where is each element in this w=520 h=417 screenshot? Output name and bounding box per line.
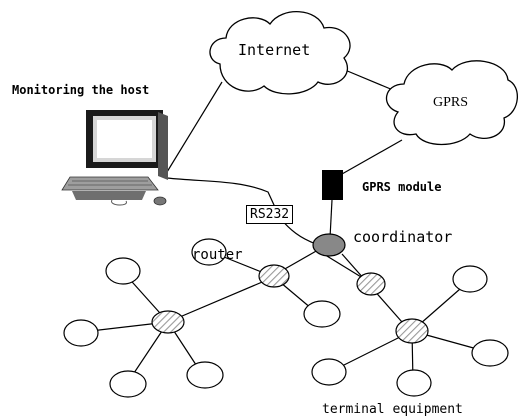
- router-node-right: [395, 318, 429, 344]
- router-node-upper-right: [356, 272, 386, 296]
- link-router-c-left: [167, 276, 275, 323]
- router-node-left: [151, 310, 185, 334]
- internet-label: Internet: [238, 41, 311, 59]
- coordinator-label: coordinator: [353, 228, 453, 246]
- link-coordinator-terminal-right: [321, 252, 367, 281]
- desktop-computer-icon: [61, 110, 168, 206]
- router-node-center: [258, 264, 290, 288]
- gprs-module-block: [322, 170, 343, 200]
- gprs-cloud-icon: [386, 60, 518, 146]
- gprs-label: GPRS: [433, 95, 469, 110]
- router-label: router: [192, 247, 243, 263]
- terminal-equipment-label: terminal equipment: [322, 402, 463, 417]
- terminal-node: [471, 339, 509, 367]
- internet-cloud-icon: [209, 11, 351, 95]
- terminal-node: [191, 238, 227, 266]
- terminal-node: [109, 370, 147, 398]
- link-internet-host: [166, 81, 223, 173]
- monitoring-host-label: Monitoring the host: [12, 83, 150, 97]
- gprs-module-label: GPRS module: [362, 180, 442, 194]
- terminal-node: [303, 300, 341, 328]
- terminal-nodes: [63, 238, 509, 398]
- link-module-coordinator: [329, 199, 333, 239]
- terminal-node: [105, 257, 141, 285]
- rs232-label: RS232: [246, 205, 294, 224]
- terminal-node: [396, 369, 432, 397]
- terminal-node: [452, 265, 488, 293]
- terminal-node: [186, 361, 224, 389]
- link-gprs-module: [341, 139, 403, 175]
- coordinator-node: [312, 233, 346, 257]
- terminal-node: [311, 358, 347, 386]
- terminal-node: [63, 319, 99, 347]
- link-host-coordinator-rs232: [166, 177, 317, 245]
